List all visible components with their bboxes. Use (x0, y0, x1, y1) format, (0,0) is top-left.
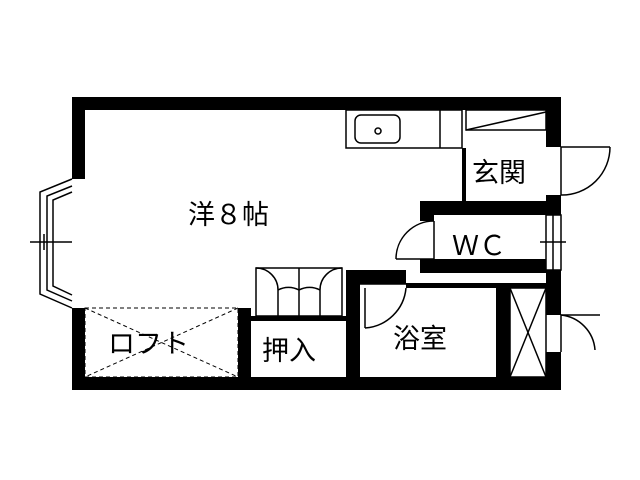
outer-walls (72, 97, 561, 390)
bathroom-label: 浴室 (393, 324, 447, 355)
shoe-box (465, 109, 547, 131)
wall-top (72, 97, 561, 110)
toilet-label: ＷＣ (452, 231, 506, 262)
wall-wc-bottom (420, 259, 561, 273)
wall-left-upper (72, 97, 85, 179)
loft-area (84, 307, 239, 378)
wall-left-lower (72, 308, 85, 390)
wall-entrance-left (462, 148, 466, 201)
wall-closet-left (238, 308, 251, 390)
wall-bath-top (346, 270, 406, 284)
entrance-label: 玄関 (472, 158, 526, 189)
sink-drain (374, 127, 382, 135)
wc-window (540, 214, 566, 271)
wall-bottom (72, 377, 561, 390)
bathroom-door (360, 283, 407, 329)
wall-bath-right (496, 283, 510, 390)
kitchen-counter (345, 109, 463, 149)
interior-walls (238, 148, 561, 390)
bay-window (30, 178, 73, 309)
counter (345, 109, 463, 149)
wall-wc-top (420, 201, 561, 215)
right-window (560, 314, 600, 352)
closet-doors (255, 267, 343, 317)
western-room-label: 洋８帖 (188, 200, 269, 231)
wall-wc-left-upper (420, 201, 434, 221)
wc-door (395, 220, 435, 260)
wall-bath-top-right (406, 283, 561, 288)
kitchen-sink (354, 114, 401, 144)
storage-cabinet (509, 287, 547, 378)
wall-right-bottom (546, 352, 561, 390)
wall-right-mid2 (546, 270, 561, 315)
loft-label: ロフト (108, 329, 189, 360)
wall-right-top (546, 97, 561, 147)
entrance-door (560, 146, 611, 196)
wall-bath-left (346, 270, 360, 390)
closet-label: 押入 (262, 336, 316, 367)
wall-closet-top (238, 316, 346, 321)
